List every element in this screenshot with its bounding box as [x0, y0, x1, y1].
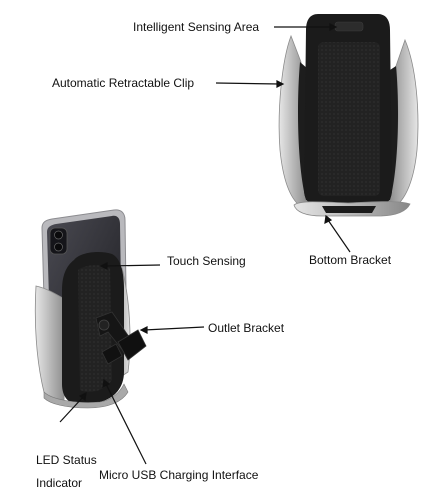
top-holder [278, 14, 419, 217]
label-touch-sensing: Touch Sensing [167, 254, 246, 268]
label-micro-usb-charging: Micro USB Charging Interface [99, 468, 259, 482]
label-intelligent-sensing-area: Intelligent Sensing Area [133, 20, 260, 34]
label-led-status-line1: LED Status [36, 453, 97, 467]
leader-lines [59, 23, 351, 465]
leader-touch-sensing [103, 264, 161, 267]
sensing-window [334, 21, 364, 32]
leader-bottom-bracket [327, 219, 351, 253]
leader-micro-usb [105, 383, 147, 465]
leader-retractable-clip [215, 82, 281, 85]
outlet-bracket-shape [95, 311, 147, 365]
bottom-holder [34, 209, 147, 409]
leader-outlet-bracket [143, 326, 205, 331]
label-bottom-bracket: Bottom Bracket [309, 253, 392, 267]
label-outlet-bracket: Outlet Bracket [208, 321, 285, 335]
texture-pad [318, 42, 380, 196]
bottom-bracket-black [322, 206, 376, 213]
leader-led-status [59, 395, 85, 423]
label-automatic-retractable-clip: Automatic Retractable Clip [52, 76, 195, 90]
bottom-left-arm [34, 285, 67, 404]
bottom-texture [78, 265, 112, 392]
bottom-base [43, 383, 129, 409]
label-led-status-line2: Indicator [36, 476, 83, 490]
